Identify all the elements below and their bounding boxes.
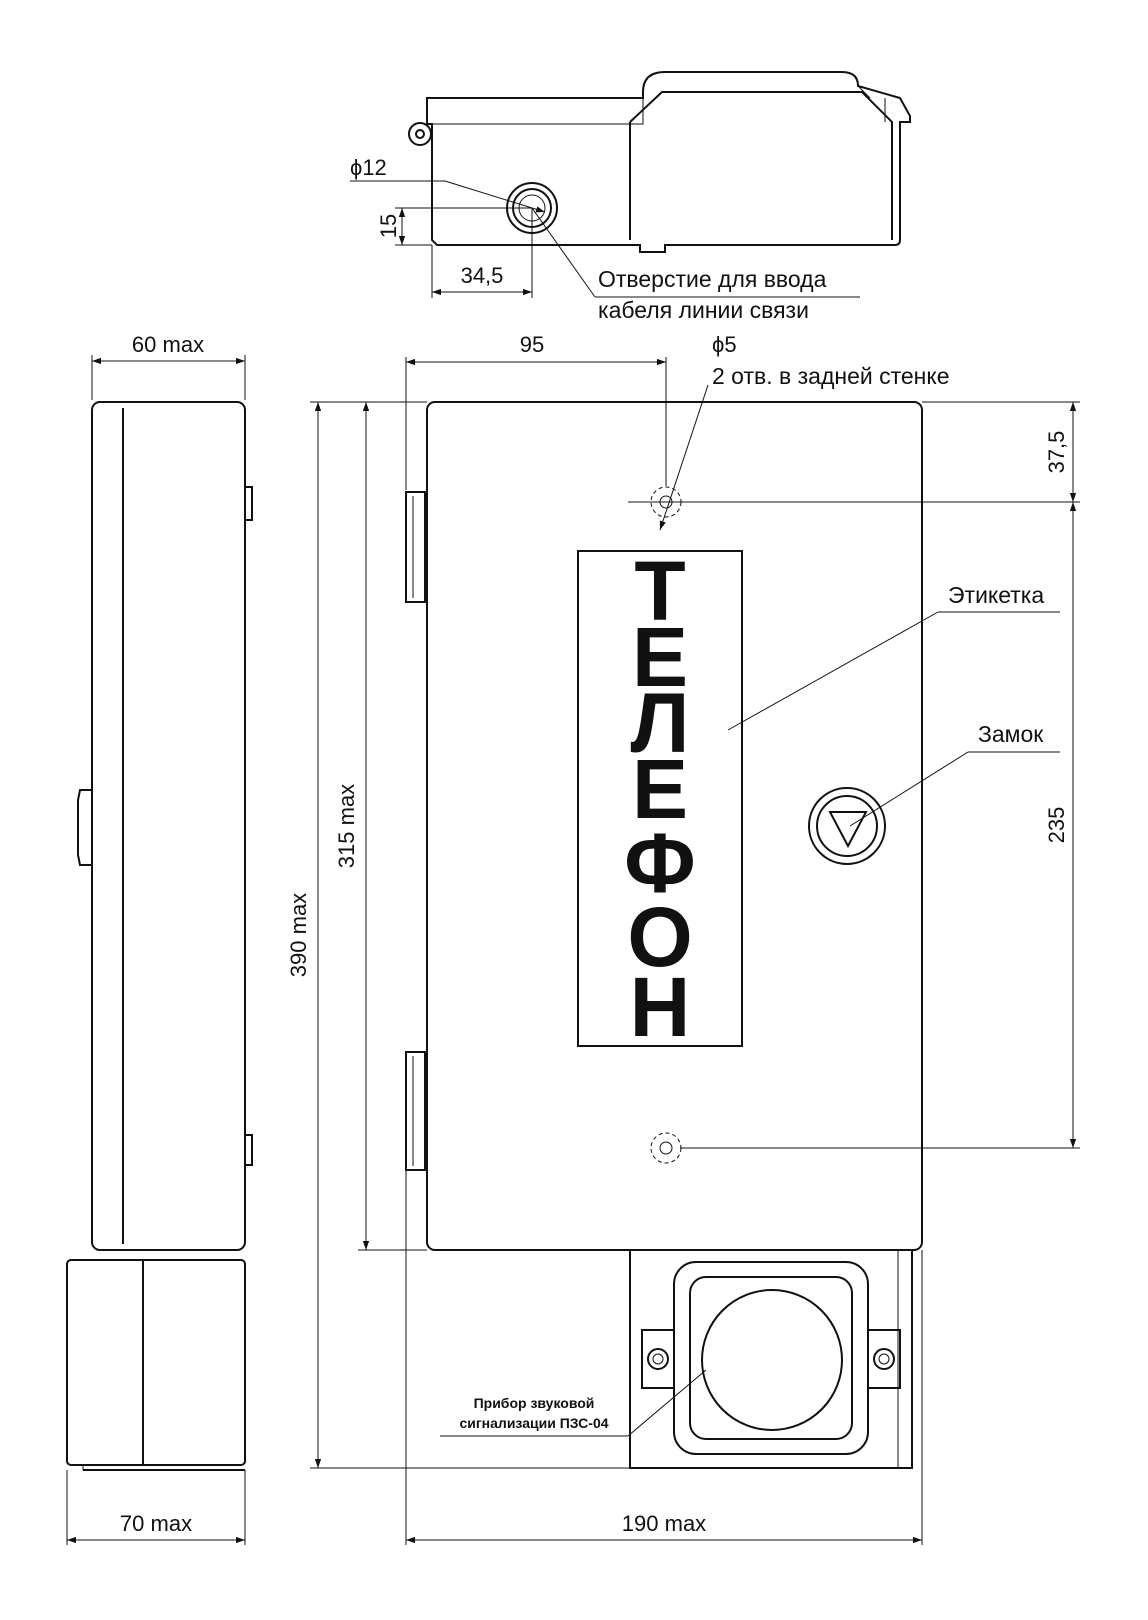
front-view-housing [405,401,923,1251]
label-letter: Е [632,742,688,836]
label-letter: Н [630,960,691,1054]
top-view: ϕ12 15 34,5 Отверстие для ввода кабеля л… [350,71,911,323]
mounting-ear [408,122,432,146]
cable-entry-note-line1: Отверстие для ввода [598,266,827,292]
front-view: Т Е Л Е Ф О Н 95 [286,332,1080,1545]
label-letter: О [627,890,692,984]
height-390-label: 390 max [286,893,311,977]
dim-37-5-label: 37,5 [1044,431,1069,474]
dim-235-label: 235 [1044,807,1069,844]
hole-offset-label: 34,5 [461,263,504,288]
top-view-body [426,71,911,253]
hole-diameter-label: ϕ12 [350,155,387,180]
height-315-label: 315 max [334,784,359,868]
label-letter: Ф [624,816,696,910]
alarm-device [629,1250,913,1469]
hole-height-label: 15 [376,214,401,238]
side-width-top-label: 60 max [132,332,204,357]
side-view-alarm-box [66,1259,246,1471]
alarm-note-line1: Прибор звуковой [474,1395,595,1411]
lock [808,787,886,865]
lock-callout-text: Замок [978,721,1044,747]
alarm-note-line2: сигнализации ПЗС-04 [459,1415,608,1431]
mount-hole-diameter-label: ϕ5 [712,332,737,357]
label-letter: Е [632,610,688,704]
width-190-label: 190 max [622,1511,706,1536]
label-plate: Т Е Л Е Ф О Н [577,544,743,1054]
side-width-bottom-label: 70 max [120,1511,192,1536]
label-letter: Т [634,544,685,638]
side-view: 60 max 70 max [66,332,253,1545]
cable-entry-note-line2: кабеля линии связи [598,297,809,323]
label-letter: Л [631,676,690,770]
mounting-hole-bottom [650,1132,682,1164]
label-callout-text: Этикетка [948,582,1044,608]
dim-95-label: 95 [520,332,544,357]
mount-hole-note: 2 отв. в задней стенке [712,363,949,389]
side-view-body [77,401,253,1251]
